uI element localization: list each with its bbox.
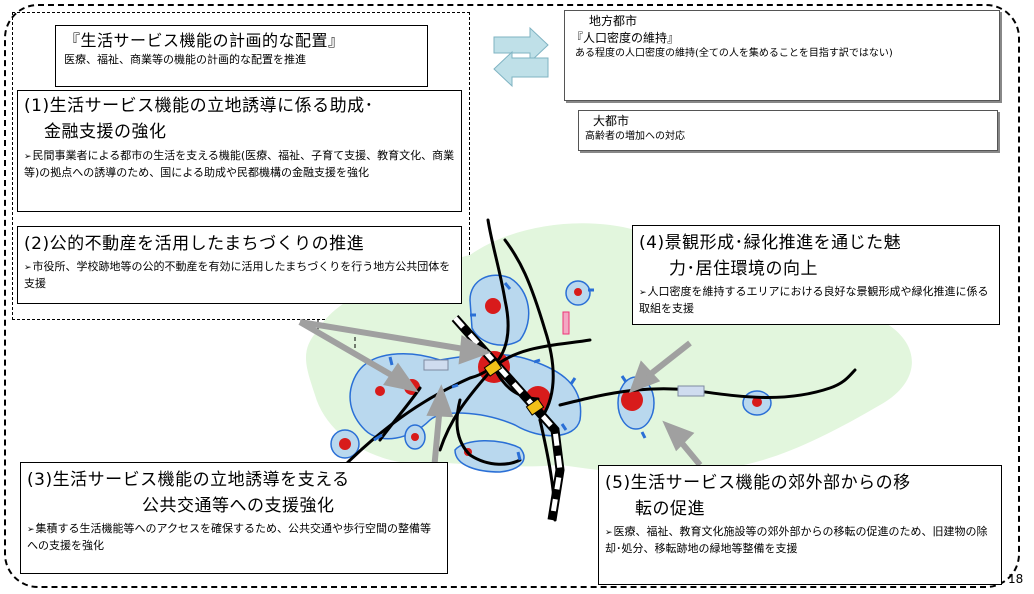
node bbox=[621, 389, 643, 411]
node bbox=[752, 397, 762, 407]
large-city-box: 大都市 高齢者の増加への対応 bbox=[578, 110, 998, 151]
measure-1-title-line2: 金融支援の強化 bbox=[44, 122, 167, 142]
measure-3-text: 集積する生活機能等へのアクセスを確保するため、公共交通や歩行空間の整備等への支援… bbox=[27, 521, 441, 553]
measure-5-text: 医療、福祉、教育文化施設等の郊外部からの移転の促進のため、旧建物の除却･処分、移… bbox=[605, 524, 995, 556]
page-number: 18 bbox=[1008, 572, 1024, 586]
inward-arrow bbox=[451, 383, 459, 389]
measure-4-title-line1: (4)景観形成･緑化推進を通じた魅 bbox=[639, 233, 902, 253]
inward-arrow bbox=[620, 375, 628, 383]
measure-1-box: (1)生活サービス機能の立地誘導に係る助成･ 金融支援の強化 民間事業者による都… bbox=[17, 90, 462, 212]
measure-5-box: (5)生活サービス機能の郊外部からの移 転の促進 医療、福祉、教育文化施設等の郊… bbox=[598, 465, 1002, 585]
measure-2-box: (2)公的不動産を活用したまちづくりの推進 市役所、学校跡地等の公的不動産を有効… bbox=[17, 226, 462, 304]
regional-city-box: 地方都市 『人口密度の維持』 ある程度の人口密度の維持(全ての人を集めることを目… bbox=[564, 10, 1000, 101]
building-icon bbox=[562, 311, 570, 335]
node bbox=[574, 288, 582, 296]
large-city-heading: 大都市 bbox=[593, 114, 630, 128]
node bbox=[411, 433, 419, 441]
measure-4-box: (4)景観形成･緑化推進を通じた魅 力･居住環境の向上 人口密度を維持するエリア… bbox=[632, 225, 1000, 325]
inward-arrow bbox=[640, 431, 647, 439]
inward-arrow bbox=[388, 356, 394, 366]
measure-3-title-line2: 公共交通等への支援強化 bbox=[142, 496, 335, 516]
inward-arrow bbox=[503, 282, 512, 290]
regional-city-heading: 地方都市 bbox=[589, 14, 638, 28]
planned-placement-title: 『生活サービス機能の計画的な配置』 bbox=[64, 31, 345, 50]
measure-3-title-line1: (3)生活サービス機能の立地誘導を支える bbox=[27, 470, 350, 490]
measure-2-text: 市役所、学校跡地等の公的不動産を有効に活用したまちづくりを行う地方公共団体を支援 bbox=[24, 259, 455, 291]
station bbox=[525, 398, 545, 416]
bus-icon bbox=[423, 359, 705, 397]
double-arrow-icon bbox=[493, 26, 549, 88]
inward-arrow bbox=[533, 358, 541, 364]
inward-arrow bbox=[373, 433, 383, 442]
road bbox=[455, 398, 522, 466]
regional-city-title: 『人口密度の維持』 bbox=[571, 31, 680, 45]
planned-placement-subtitle: 医療、福祉、商業等の機能の計画的な配置を推進 bbox=[64, 53, 306, 66]
inward-arrow bbox=[569, 377, 577, 385]
road bbox=[503, 238, 555, 422]
measure-5-title-line1: (5)生活サービス機能の郊外部からの移 bbox=[605, 473, 911, 493]
measure-5-title-line2: 転の促進 bbox=[635, 499, 705, 519]
large-city-text: 高齢者の増加への対応 bbox=[585, 131, 685, 142]
inward-arrow bbox=[560, 423, 568, 431]
node bbox=[339, 438, 351, 450]
planned-placement-box: 『生活サービス機能の計画的な配置』 医療、福祉、商業等の機能の計画的な配置を推進 bbox=[55, 25, 428, 87]
measure-1-title-line1: (1)生活サービス機能の立地誘導に係る助成･ bbox=[24, 96, 374, 116]
node bbox=[485, 298, 501, 314]
inward-arrow bbox=[516, 451, 522, 461]
regional-city-text: ある程度の人口密度の維持(全ての人を集めることを目指す訳ではない) bbox=[575, 48, 893, 59]
page-frame bbox=[4, 4, 1020, 588]
road bbox=[558, 368, 857, 407]
railway bbox=[453, 316, 563, 521]
measure-3-box: (3)生活サービス機能の立地誘導を支える 公共交通等への支援強化 集積する生活機… bbox=[20, 462, 448, 574]
measure-4-title-line2: 力･居住環境の向上 bbox=[669, 259, 818, 279]
road bbox=[492, 365, 540, 401]
measure-2-title: (2)公的不動産を活用したまちづくりの推進 bbox=[24, 234, 365, 254]
node bbox=[375, 386, 385, 396]
concentrated-area bbox=[454, 440, 525, 473]
measure-1-text: 民間事業者による都市の生活を支える機能(医療、福祉、子育て支援、教育文化、商業等… bbox=[24, 148, 455, 180]
measures-group-frame bbox=[12, 12, 470, 320]
station bbox=[483, 359, 503, 377]
measure-4-text: 人口密度を維持するエリアにおける良好な景観形成や緑化推進に係る取組を支援 bbox=[639, 284, 993, 316]
